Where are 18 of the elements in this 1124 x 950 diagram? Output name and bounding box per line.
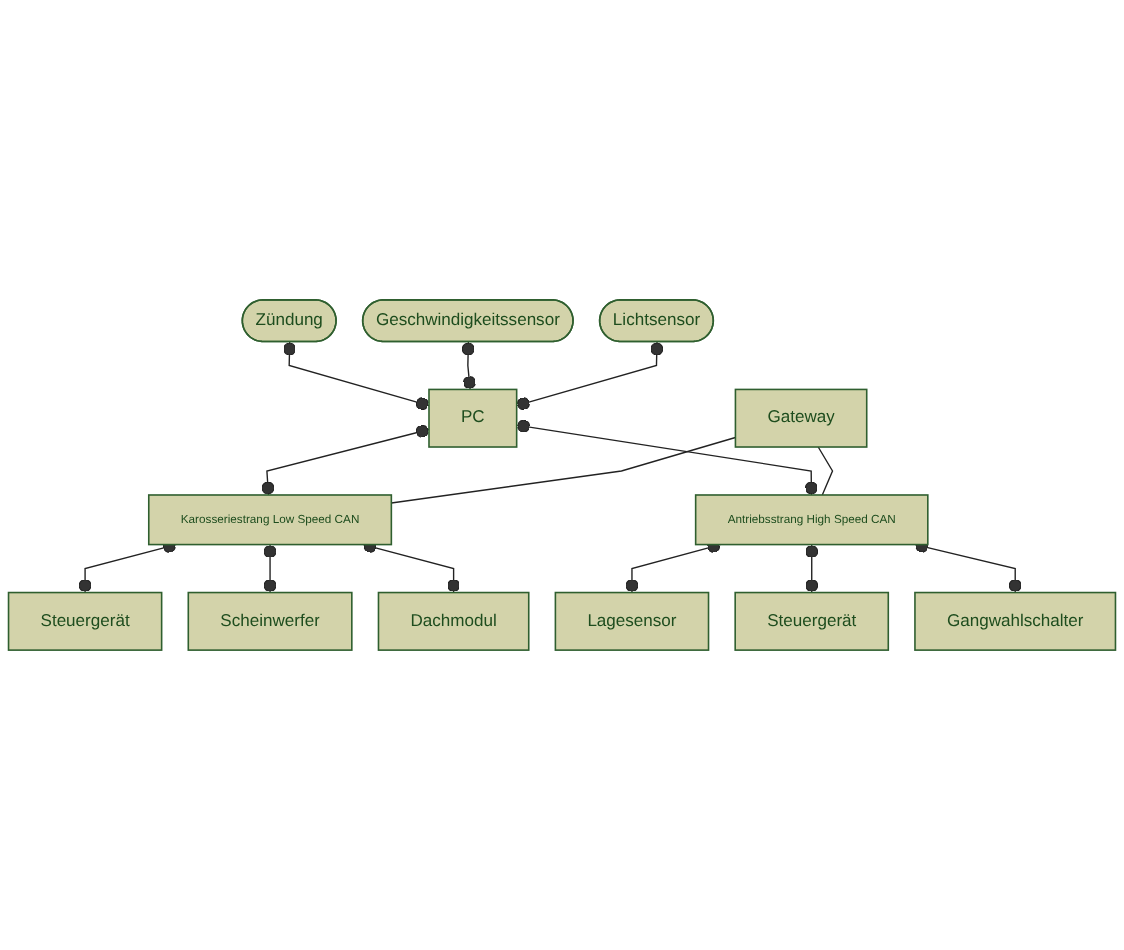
node-box: Lagesensor: [554, 591, 710, 651]
connector: [261, 424, 430, 496]
node-box: Gangwahlschalter: [914, 591, 1117, 651]
node-box: PC: [428, 388, 518, 448]
node-box: Steuergerät: [734, 591, 890, 651]
node-box: Scheinwerfer: [187, 591, 353, 651]
connector: [390, 436, 737, 504]
connector: [914, 539, 1022, 594]
connector: [461, 341, 476, 391]
connector: [805, 543, 819, 594]
connector: [283, 341, 430, 411]
connector: [817, 446, 834, 496]
connector: [263, 543, 277, 594]
node-box: Dachmodul: [377, 591, 530, 651]
node-box: Steuergerät: [7, 591, 163, 651]
node-box: Gateway: [734, 388, 868, 448]
connector: [515, 419, 818, 496]
connector: [515, 341, 664, 411]
